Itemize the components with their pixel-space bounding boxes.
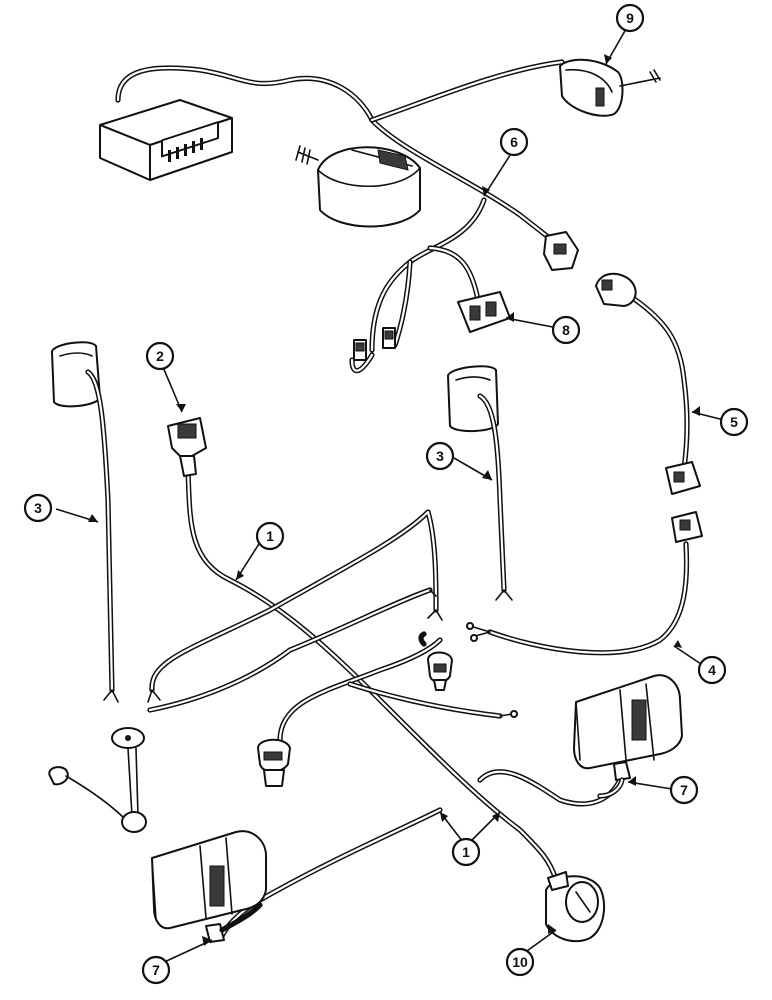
switch-10 <box>545 871 606 943</box>
rocker-switches <box>353 327 396 361</box>
callout-10: 10 <box>505 947 535 977</box>
pressure-switch-upper <box>418 631 453 691</box>
callout-2: 2 <box>145 341 175 371</box>
callout-9-label: 9 <box>626 10 634 26</box>
callout-1a-label: 1 <box>266 528 274 544</box>
callout-4-label: 4 <box>708 662 716 678</box>
lamp-3-right <box>447 365 513 601</box>
callout-7a: 7 <box>669 775 699 805</box>
callout-9: 9 <box>615 3 645 33</box>
switch-2 <box>167 417 207 477</box>
lamp-7-left <box>151 830 267 943</box>
callout-1b: 1 <box>451 837 481 867</box>
callout-1b-label: 1 <box>462 844 470 860</box>
callout-6: 6 <box>499 127 529 157</box>
harness-4 <box>466 511 703 656</box>
switch-panel-8 <box>457 291 511 333</box>
callout-1a: 1 <box>255 521 285 551</box>
main-harness-1 <box>147 467 623 939</box>
callout-5-label: 5 <box>730 414 738 430</box>
harness-5 <box>595 272 701 495</box>
callout-3b-label: 3 <box>436 448 444 464</box>
connector-6 <box>543 231 579 271</box>
callout-7a-label: 7 <box>680 782 688 798</box>
fuel-sender <box>48 727 147 833</box>
lamp-9 <box>559 58 661 117</box>
callout-5: 5 <box>719 407 749 437</box>
callout-7b: 7 <box>141 955 171 985</box>
pressure-switch-lower <box>257 738 291 787</box>
callout-3a-label: 3 <box>34 500 42 516</box>
callout-4: 4 <box>697 655 727 685</box>
radio-unit <box>99 99 233 181</box>
lamp-7-right <box>573 674 683 799</box>
callout-2-label: 2 <box>156 348 164 364</box>
callout-6-label: 6 <box>510 134 518 150</box>
callout-8: 8 <box>551 315 581 345</box>
callout-3a: 3 <box>23 493 53 523</box>
upper-harness-6 <box>115 59 565 374</box>
callout-10-label: 10 <box>512 954 528 970</box>
callout-7b-label: 7 <box>152 962 160 978</box>
callout-3b: 3 <box>425 441 455 471</box>
callout-8-label: 8 <box>562 322 570 338</box>
leader-arrows <box>88 54 700 946</box>
beacon-unit <box>295 145 421 228</box>
lamp-3-left <box>51 341 119 703</box>
